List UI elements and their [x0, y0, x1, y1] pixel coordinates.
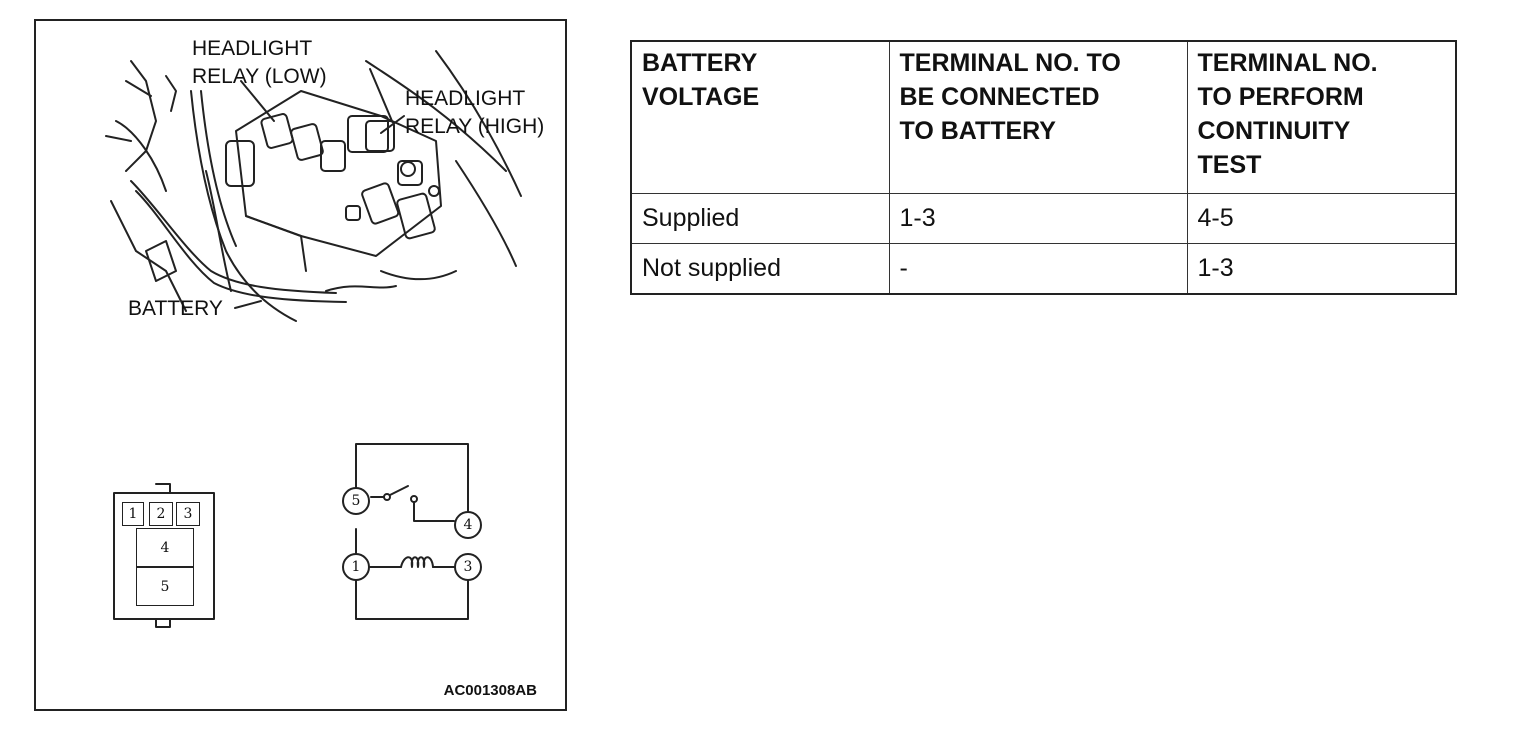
headlight-relay-low-label: HEADLIGHT RELAY (LOW)	[192, 37, 327, 88]
relay-check-table: BATTERY VOLTAGE TERMINAL NO. TO BE CONNE…	[630, 40, 1457, 295]
cell-battery-voltage: Supplied	[630, 192, 890, 244]
header-continuity-terminal: TERMINAL NO. TO PERFORM CONTINUITY TEST	[1186, 40, 1457, 194]
cell-continuity-terminal: 4-5	[1186, 192, 1457, 244]
headlight-relay-high-label: HEADLIGHT RELAY (HIGH)	[405, 87, 545, 138]
table-row: Supplied 1-3 4-5	[630, 192, 1457, 244]
header-battery-voltage: BATTERY VOLTAGE	[630, 40, 890, 194]
header-terminal-connected: TERMINAL NO. TO BE CONNECTED TO BATTERY	[888, 40, 1188, 194]
circuit-terminal-1: 1	[342, 553, 370, 581]
cell-terminal-connected: 1-3	[888, 192, 1188, 244]
table-header-row: BATTERY VOLTAGE TERMINAL NO. TO BE CONNE…	[630, 40, 1457, 194]
connector-terminal-4: 4	[136, 528, 194, 567]
circuit-terminal-5: 5	[342, 487, 370, 515]
relay-figure: HEADLIGHT RELAY (LOW) HEADLIGHT RELAY (H…	[34, 19, 567, 711]
connector-terminal-1: 1	[122, 502, 144, 526]
table-row: Not supplied - 1-3	[630, 242, 1457, 294]
connector-terminal-3: 3	[176, 502, 200, 526]
cell-continuity-terminal: 1-3	[1186, 242, 1457, 294]
circuit-terminal-4: 4	[454, 511, 482, 539]
circuit-terminal-3: 3	[454, 553, 482, 581]
engine-bay-illustration	[105, 50, 522, 628]
connector-terminal-5: 5	[136, 567, 194, 606]
battery-label: BATTERY	[128, 297, 223, 320]
connector-terminal-2: 2	[149, 502, 173, 526]
cell-terminal-connected: -	[888, 242, 1188, 294]
cell-battery-voltage: Not supplied	[630, 242, 890, 294]
figure-code: AC001308AB	[443, 682, 537, 699]
